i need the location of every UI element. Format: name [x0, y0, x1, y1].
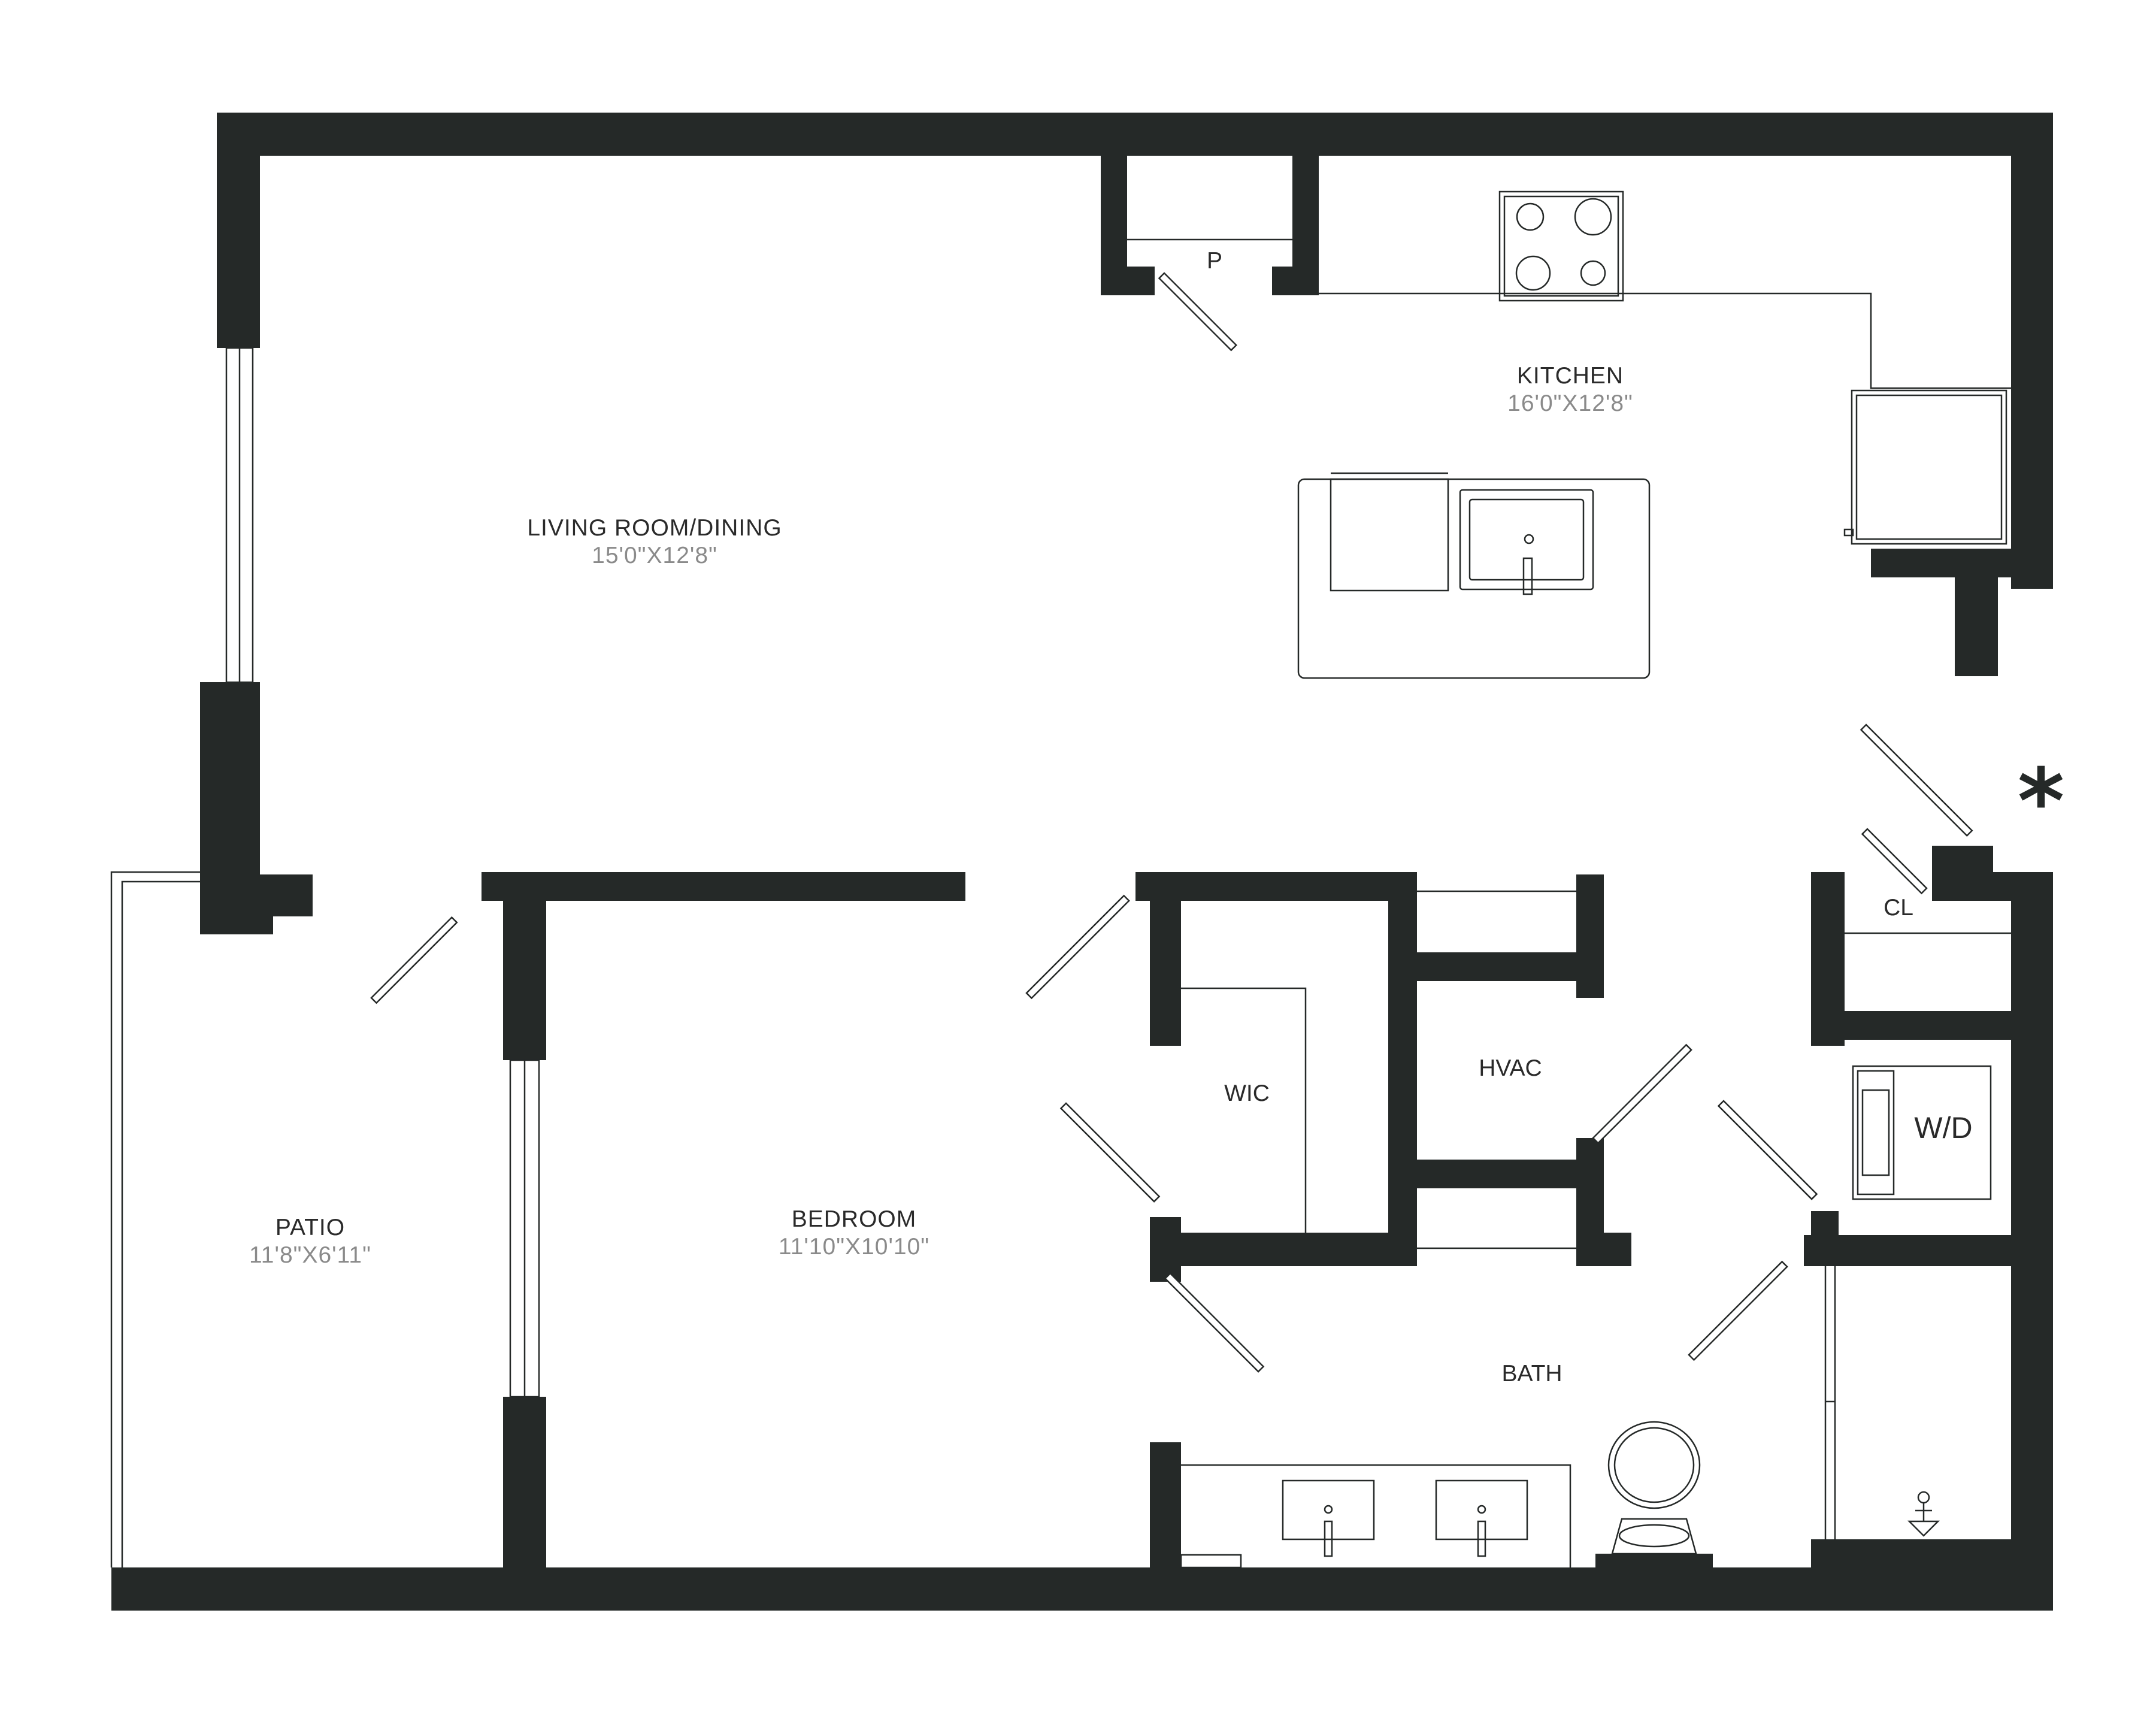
- shower-base: [1811, 1539, 2011, 1611]
- door-entry-inner: [1861, 828, 1928, 895]
- door-wic: [1059, 1102, 1161, 1203]
- wall-wic-left: [1150, 872, 1181, 1046]
- wall-bath-left: [1150, 1442, 1181, 1611]
- asterisk-marker: *: [2018, 750, 2064, 854]
- wall-bedroom-left-lower: [503, 1397, 546, 1611]
- wall-closet-cap: [1958, 872, 2053, 901]
- toilet-icon: [1595, 1421, 1713, 1570]
- doors: [370, 272, 1973, 1373]
- door-patio: [370, 916, 458, 1004]
- dishwasher-icon: [1330, 472, 1449, 592]
- wall-hvac-top: [1417, 952, 1604, 981]
- door-entry-outer: [1860, 724, 1973, 837]
- kitchen-counter: [1319, 292, 2011, 389]
- outlines: [110, 190, 2011, 1570]
- door-bath: [1688, 1260, 1788, 1361]
- wall-bottom: [111, 1567, 2053, 1611]
- walls: [111, 113, 2053, 1611]
- wall-left-jog2: [200, 874, 273, 934]
- labels: LIVING ROOM/DINING 15'0"X12'8" KITCHEN 1…: [249, 248, 2064, 1387]
- wall-hvac-bottom: [1417, 1160, 1604, 1188]
- room-label-hvac: HVAC: [1479, 1055, 1542, 1081]
- room-label-laundry: W/D: [1914, 1111, 1972, 1145]
- vanity: [1180, 1464, 1571, 1569]
- room-label-bedroom: BEDROOM: [792, 1206, 917, 1232]
- wall-wic-top: [1135, 872, 1417, 901]
- room-label-pantry: P: [1207, 248, 1222, 274]
- shower: [1824, 1266, 1940, 1539]
- wall-wic-left-foot: [1150, 1217, 1181, 1282]
- wall-wic-right: [1388, 872, 1417, 1266]
- wall-laundry-bottom: [1804, 1235, 2053, 1266]
- door-hvac: [1592, 1043, 1692, 1145]
- wall-right-upper: [2011, 113, 2053, 589]
- room-label-kitchen: KITCHEN: [1517, 363, 1624, 389]
- range-icon: [1498, 190, 1624, 302]
- wic-shelf: [1181, 987, 1307, 1233]
- room-label-closet: CL: [1884, 895, 1913, 921]
- refrigerator-icon: [1843, 389, 2007, 545]
- shower-drain-icon: [1907, 1491, 1940, 1537]
- kitchen-island: [1297, 472, 1651, 679]
- room-dims-living: 15'0"X12'8": [592, 543, 717, 568]
- wall-pantry-right-foot: [1272, 267, 1319, 295]
- sink-icon: [1459, 489, 1594, 595]
- wall-hvac-post-foot: [1576, 1233, 1631, 1266]
- room-dims-kitchen: 16'0"X12'8": [1507, 391, 1633, 416]
- sink-right-icon: [1435, 1479, 1528, 1557]
- door-pantry: [1158, 272, 1237, 352]
- door-bath-from-bedroom: [1164, 1272, 1265, 1373]
- wall-closet-bottom: [1811, 1011, 2053, 1040]
- washer-dryer-icon: [1852, 1065, 1992, 1200]
- wall-laundry-post: [1811, 1211, 1839, 1266]
- sink-left-icon: [1282, 1479, 1375, 1557]
- door-bedroom-entry: [1025, 894, 1130, 1000]
- wall-left-upper: [217, 113, 260, 348]
- door-laundry: [1717, 1100, 1818, 1200]
- wall-pantry-left-foot: [1101, 267, 1155, 295]
- room-label-wic: WIC: [1224, 1081, 1270, 1106]
- wall-top: [217, 113, 2053, 156]
- room-label-patio: PATIO: [275, 1215, 345, 1240]
- wall-hvac-post-top: [1576, 874, 1604, 998]
- room-label-living: LIVING ROOM/DINING: [527, 515, 782, 541]
- room-dims-patio: 11'8"X6'11": [249, 1242, 371, 1268]
- wall-kitchen-stub: [1955, 549, 1998, 676]
- wall-bedroom-left-upper: [503, 872, 546, 1060]
- patio-outline: [110, 871, 200, 1567]
- wall-wic-bottom: [1150, 1233, 1417, 1266]
- patio-outline-inner: [121, 880, 200, 1567]
- wall-bedroom-top: [482, 872, 965, 901]
- room-label-bath: BATH: [1501, 1361, 1562, 1387]
- room-dims-bedroom: 11'10"X10'10": [779, 1234, 929, 1260]
